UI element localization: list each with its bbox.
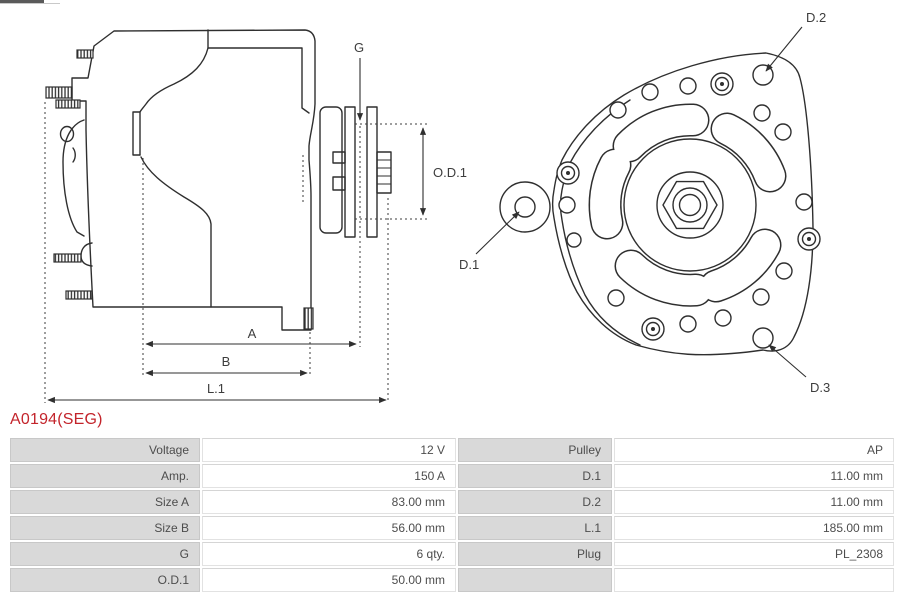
- spec-label: D.1: [458, 464, 612, 488]
- alternator-technical-drawing: G O.D.1 A B L.1: [44, 10, 830, 404]
- d2-hole: [752, 64, 774, 86]
- spec-label: Voltage: [10, 438, 200, 462]
- spec-value: 11.00 mm: [614, 490, 894, 514]
- mounting-studs: [45, 49, 314, 330]
- dim-label-l1: L.1: [207, 381, 225, 396]
- spec-label: L.1: [458, 516, 612, 540]
- spec-value: 50.00 mm: [202, 568, 456, 592]
- shaft-hub: [623, 138, 757, 272]
- spec-value: 56.00 mm: [202, 516, 456, 540]
- spec-label: [458, 568, 612, 592]
- dim-label-b: B: [222, 354, 231, 369]
- d2-leader-line: [765, 26, 803, 72]
- shaft-thread: [376, 151, 392, 194]
- spec-value: 185.00 mm: [614, 516, 894, 540]
- spec-label: O.D.1: [10, 568, 200, 592]
- table-row: Size A 83.00 mm D.2 11.00 mm: [10, 490, 894, 514]
- spec-value: AP: [614, 438, 894, 462]
- table-row: G 6 qty. Plug PL_2308: [10, 542, 894, 566]
- vent-holes: [558, 77, 813, 333]
- through-bolts: [556, 72, 821, 341]
- d1-ear: [499, 181, 551, 233]
- dim-label-d3: D.3: [810, 380, 830, 395]
- pulley: [344, 106, 378, 238]
- side-housing-outline: [71, 29, 316, 331]
- cropped-watermark-artifact: [0, 0, 60, 4]
- spec-label: Size A: [10, 490, 200, 514]
- spec-label: Pulley: [458, 438, 612, 462]
- spec-value: 150 A: [202, 464, 456, 488]
- d3-hole: [752, 327, 774, 349]
- extension-lines: [44, 102, 430, 403]
- spec-label: Plug: [458, 542, 612, 566]
- front-housing-outline: [551, 52, 814, 356]
- dim-label-od1: O.D.1: [433, 165, 467, 180]
- dim-label-g: G: [354, 40, 364, 55]
- spec-label: Size B: [10, 516, 200, 540]
- table-row: Size B 56.00 mm L.1 185.00 mm: [10, 516, 894, 540]
- dim-label-d2: D.2: [806, 10, 826, 25]
- fan-disc: [319, 106, 343, 234]
- spec-table: Voltage 12 V Pulley AP Amp. 150 A D.1 11…: [8, 436, 896, 594]
- table-row: O.D.1 50.00 mm: [10, 568, 894, 592]
- part-number-title[interactable]: A0194(SEG): [10, 411, 103, 428]
- spec-label: Amp.: [10, 464, 200, 488]
- dim-label-d1: D.1: [459, 257, 479, 272]
- spec-label: D.2: [458, 490, 612, 514]
- spec-value: 12 V: [202, 438, 456, 462]
- table-row: Amp. 150 A D.1 11.00 mm: [10, 464, 894, 488]
- d3-leader-line: [768, 344, 807, 378]
- spec-label: G: [10, 542, 200, 566]
- spec-value: [614, 568, 894, 592]
- front-view: D.2 D.1 D.3: [459, 10, 830, 395]
- spec-value: 6 qty.: [202, 542, 456, 566]
- table-row: Voltage 12 V Pulley AP: [10, 438, 894, 462]
- side-view: G O.D.1 A B L.1: [44, 29, 467, 404]
- dim-label-a: A: [248, 326, 257, 341]
- vent-slots: [588, 103, 787, 307]
- spec-value: 83.00 mm: [202, 490, 456, 514]
- d1-leader-line: [475, 211, 520, 255]
- spec-value: 11.00 mm: [614, 464, 894, 488]
- spec-value: PL_2308: [614, 542, 894, 566]
